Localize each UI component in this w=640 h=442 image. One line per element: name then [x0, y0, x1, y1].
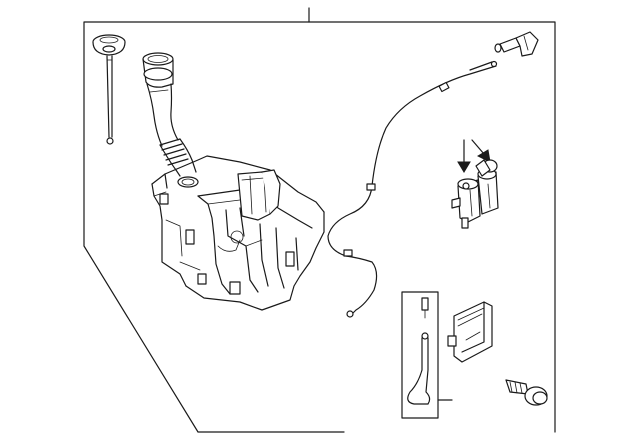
washer-cap [92, 34, 126, 56]
level-sensor [447, 301, 493, 363]
washer-hose [327, 60, 498, 318]
level-sensor-bracket [401, 291, 453, 419]
mounting-bolt [505, 379, 548, 406]
washer-reservoir [151, 155, 325, 311]
washer-pump [451, 159, 499, 229]
diagram-frame [83, 21, 556, 433]
filler-neck [142, 52, 199, 188]
pump-arrows [457, 139, 491, 173]
hose-connector [494, 31, 539, 57]
level-dipstick [106, 55, 114, 145]
